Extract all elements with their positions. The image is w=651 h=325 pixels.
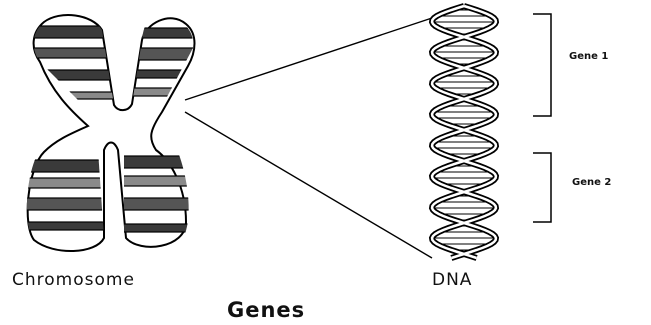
dna-label: DNA: [432, 270, 473, 290]
band: [26, 197, 105, 211]
dna-helix: [428, 3, 500, 261]
band: [124, 175, 189, 187]
band: [33, 47, 115, 59]
dna-strand-highlight: [430, 4, 498, 260]
band: [124, 197, 189, 211]
band: [33, 69, 115, 81]
chromosome-label: Chromosome: [12, 270, 135, 290]
gene-1-label: Gene 1: [569, 51, 609, 62]
gene-2-bracket: [533, 152, 552, 223]
chromosome-bands: [26, 25, 194, 233]
dna-strand-highlight: [430, 4, 498, 260]
band: [124, 155, 189, 169]
band: [132, 27, 194, 39]
zoom-lines: [184, 17, 433, 259]
band: [132, 87, 194, 97]
gene-1-bracket: [533, 13, 552, 117]
band: [26, 221, 105, 231]
band: [124, 223, 189, 233]
band: [33, 25, 115, 39]
gene-2-label: Gene 2: [572, 177, 612, 188]
band: [26, 159, 105, 173]
band: [132, 47, 194, 61]
zoom-line-bottom: [184, 111, 433, 259]
zoom-line-top: [184, 17, 433, 101]
band: [132, 69, 194, 79]
diagram-title: Genes: [227, 298, 306, 322]
band: [26, 177, 105, 189]
